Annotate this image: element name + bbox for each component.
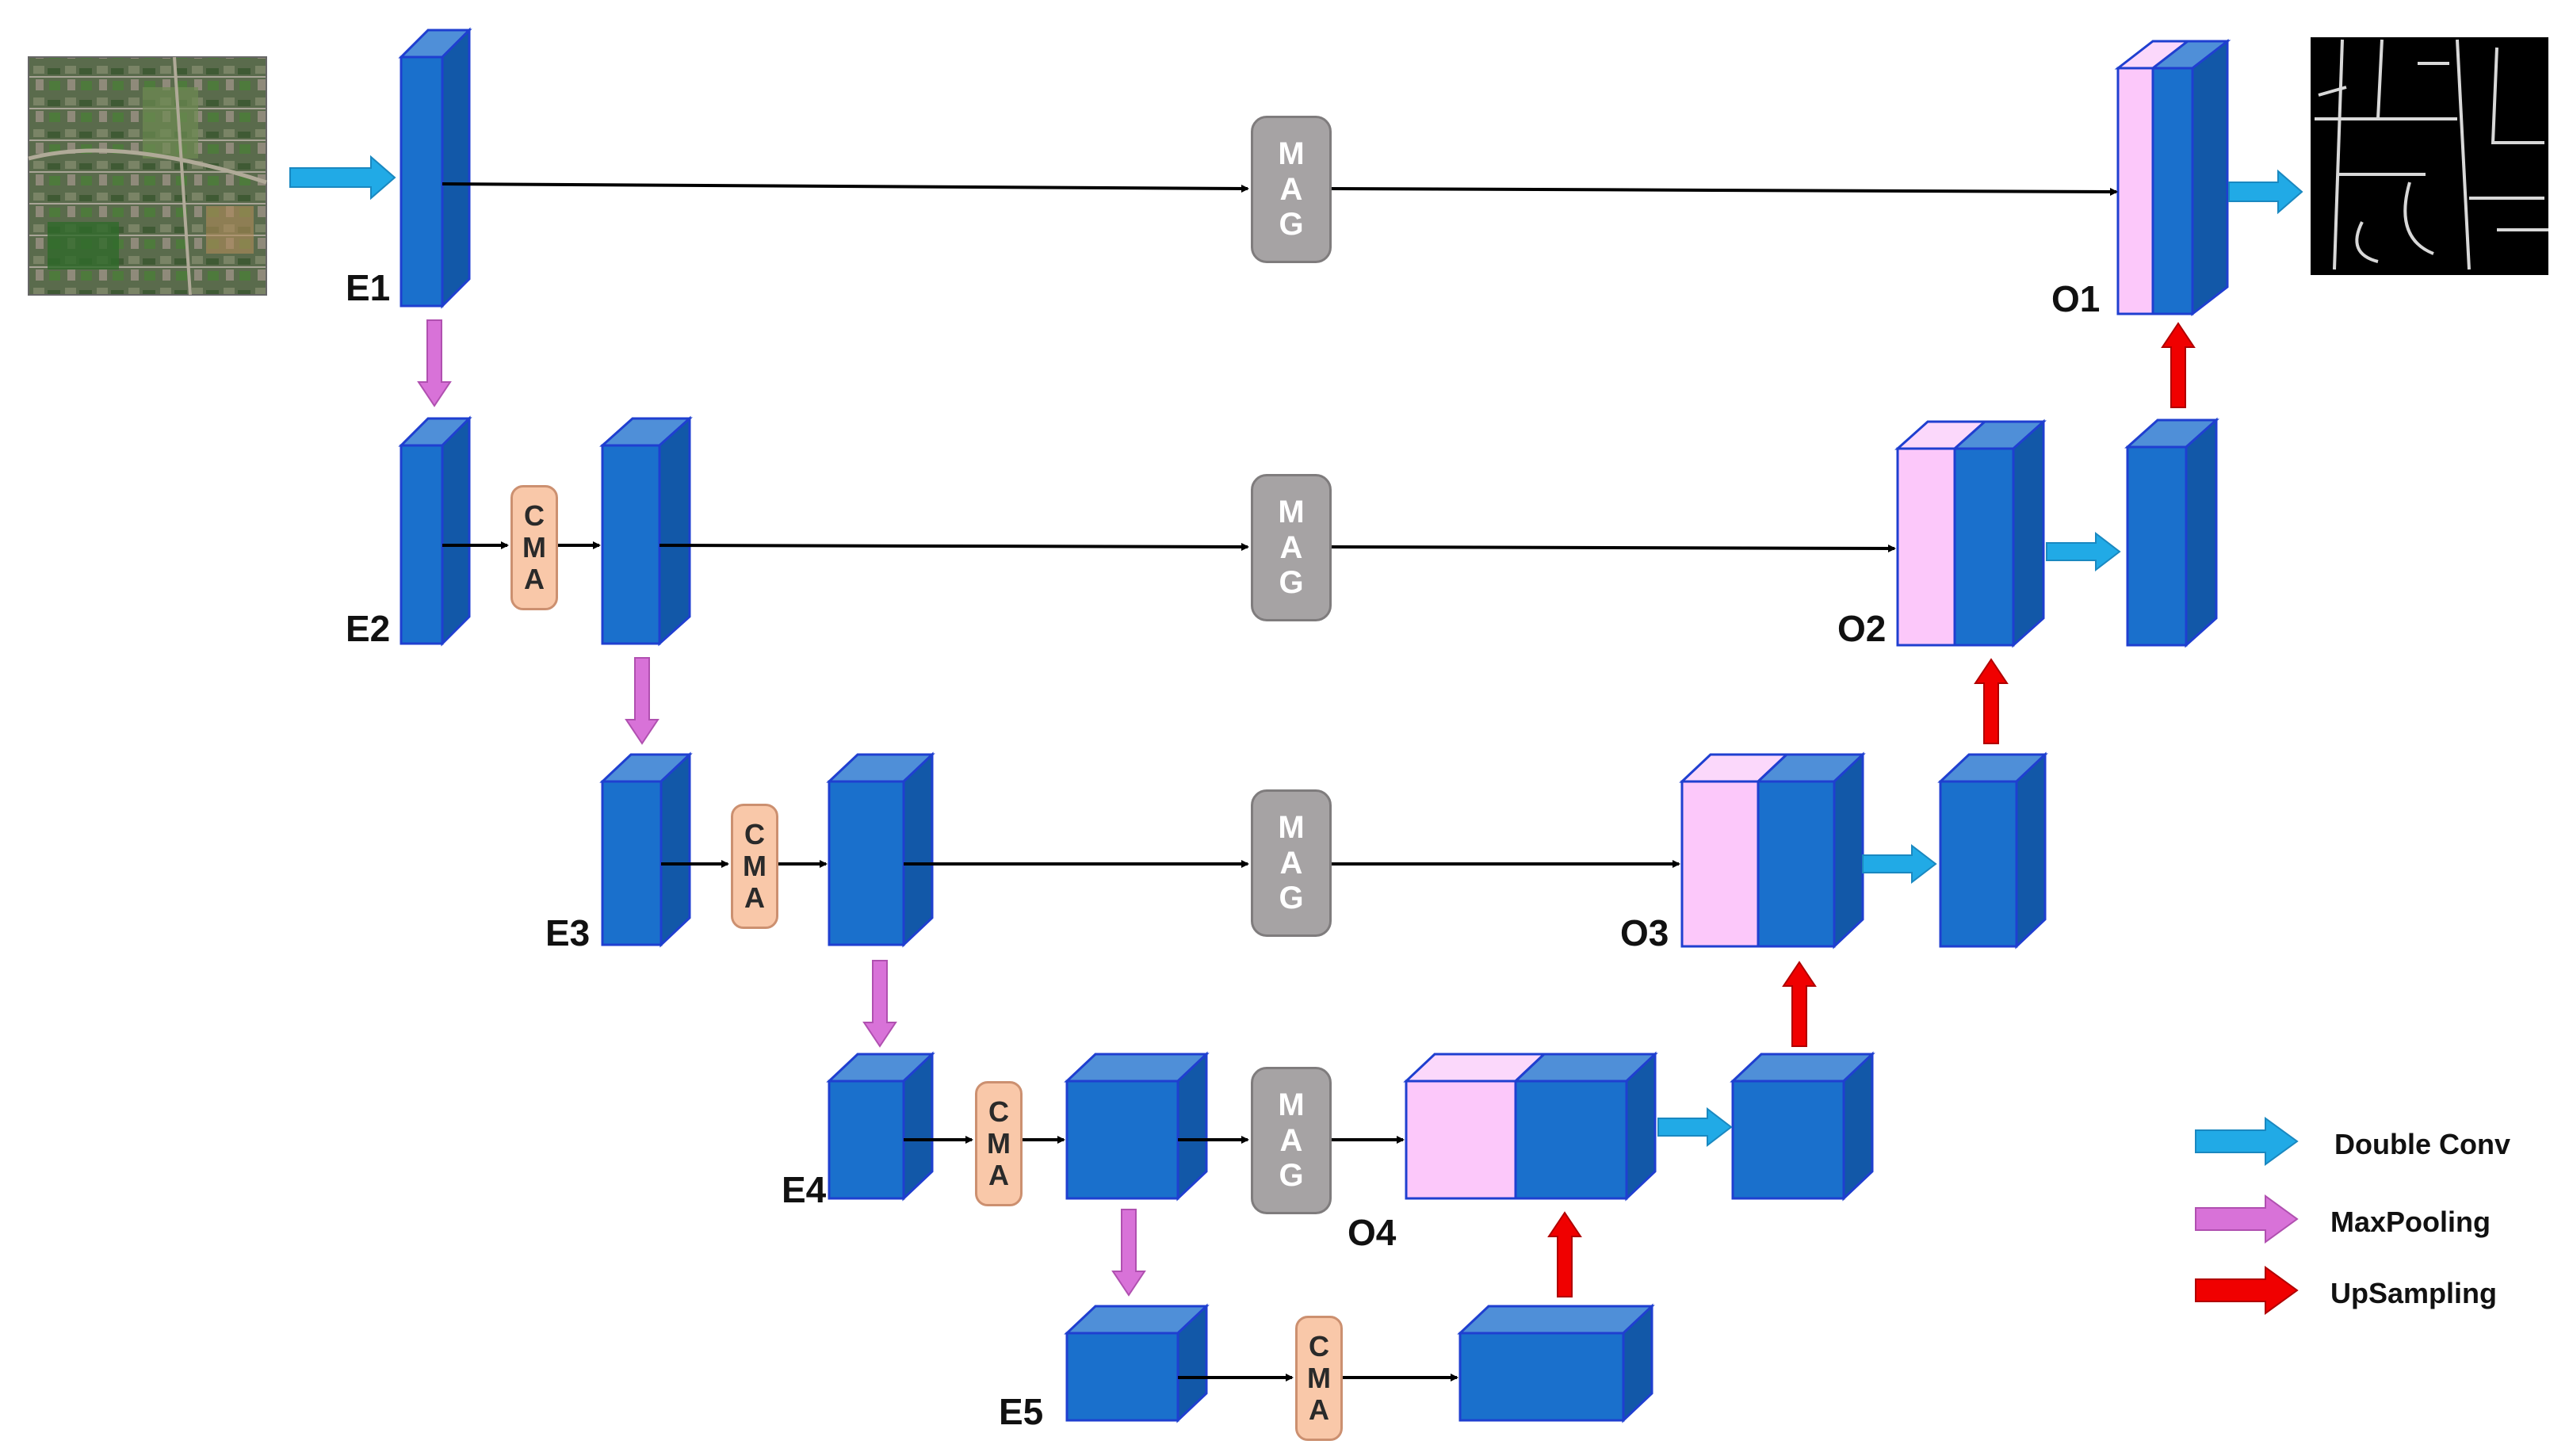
upsampling-arrow-1 bbox=[1547, 1211, 1582, 1297]
mag-letter: G bbox=[1279, 1158, 1304, 1194]
mag-letter: G bbox=[1279, 207, 1304, 243]
mag-letter: M bbox=[1278, 494, 1305, 529]
mag-letter: M bbox=[1278, 809, 1305, 845]
encoder-label-e1: E1 bbox=[346, 267, 391, 308]
legend-double-conv-arrow bbox=[2195, 1117, 2299, 1166]
mag-letter: M bbox=[1278, 136, 1305, 171]
maxpooling-arrow-2 bbox=[625, 657, 659, 745]
maxpooling-arrow-1 bbox=[417, 319, 452, 407]
double-conv-arrow-o2 bbox=[2046, 531, 2121, 572]
decoder-block-o1 bbox=[2114, 38, 2231, 317]
upsampling-arrow-2 bbox=[1782, 961, 1817, 1047]
mag-letter: A bbox=[1279, 845, 1303, 881]
cma-letter: A bbox=[524, 563, 545, 596]
upsampling-arrow-3 bbox=[1974, 658, 2009, 744]
cma-letter: C bbox=[988, 1095, 1009, 1128]
double-conv-arrow-output bbox=[2228, 169, 2303, 215]
cma-letter: C bbox=[744, 817, 765, 850]
cma-letter: C bbox=[524, 499, 545, 532]
skip-arrow-e2b-to-mag bbox=[659, 542, 1249, 551]
decoder-label-o4: O4 bbox=[1348, 1212, 1397, 1253]
skip-arrow-e1-to-mag bbox=[442, 182, 1249, 193]
legend-upsampling-label: UpSampling bbox=[2330, 1277, 2498, 1309]
decoder-label-o3: O3 bbox=[1620, 912, 1669, 953]
decoder-block-o3 bbox=[1679, 751, 1866, 950]
decoder-block-o2 bbox=[1894, 418, 2047, 648]
double-conv-arrow-o3 bbox=[1862, 843, 1937, 885]
mag-module-3: M A G bbox=[1251, 789, 1332, 937]
mag-letter: G bbox=[1279, 881, 1304, 916]
encoder-block-e3a bbox=[599, 751, 693, 948]
encoder-block-e1 bbox=[398, 27, 472, 309]
encoder-block-e2b bbox=[599, 415, 693, 647]
output-road-mask bbox=[2311, 37, 2548, 275]
mag-letter: A bbox=[1279, 1122, 1303, 1158]
mag-module-2: M A G bbox=[1251, 474, 1332, 621]
legend-maxpooling-arrow bbox=[2195, 1194, 2299, 1244]
encoder-label-e4: E4 bbox=[782, 1169, 827, 1210]
maxpooling-arrow-4 bbox=[1111, 1209, 1146, 1297]
cma-letter: M bbox=[1307, 1361, 1331, 1394]
decoder-label-o2: O2 bbox=[1837, 608, 1887, 649]
mag-letter: A bbox=[1279, 171, 1303, 207]
encoder-block-e4a bbox=[826, 1051, 935, 1202]
decoder-block-o4 bbox=[1403, 1051, 1658, 1202]
encoder-block-e5b bbox=[1457, 1303, 1655, 1424]
cma-letter: M bbox=[743, 849, 766, 882]
legend-double-conv-label: Double Conv bbox=[2334, 1128, 2510, 1160]
mag-letter: A bbox=[1279, 529, 1303, 565]
encoder-label-e2: E2 bbox=[346, 608, 391, 649]
mag-letter: M bbox=[1278, 1087, 1305, 1122]
cma-letter: C bbox=[1309, 1329, 1329, 1362]
cma-letter: A bbox=[1309, 1393, 1329, 1427]
cma-module-4: C M A bbox=[1295, 1316, 1343, 1441]
cma-module-1: C M A bbox=[510, 485, 558, 610]
cma-letter: M bbox=[987, 1126, 1011, 1160]
decoder-block-o2b bbox=[2124, 417, 2219, 648]
skip-arrow-mag-to-o1 bbox=[1328, 187, 2118, 196]
encoder-block-e5a bbox=[1064, 1303, 1210, 1424]
maxpooling-arrow-3 bbox=[862, 960, 897, 1048]
decoder-label-o1: O1 bbox=[2051, 278, 2101, 319]
encoder-block-e4b bbox=[1064, 1051, 1210, 1202]
cma-letter: A bbox=[988, 1159, 1009, 1192]
upsampling-arrow-4 bbox=[2161, 322, 2196, 408]
cma-module-3: C M A bbox=[975, 1081, 1023, 1206]
encoder-block-e2 bbox=[398, 415, 472, 647]
mag-module-4: M A G bbox=[1251, 1067, 1332, 1214]
double-conv-arrow-input bbox=[289, 155, 396, 201]
input-satellite-image bbox=[28, 56, 267, 296]
cma-letter: A bbox=[744, 881, 765, 915]
skip-arrow-mag-to-o2 bbox=[1328, 544, 1896, 552]
encoder-label-e5: E5 bbox=[999, 1391, 1044, 1432]
cma-letter: M bbox=[522, 530, 546, 564]
cma-module-2: C M A bbox=[731, 804, 778, 929]
double-conv-arrow-o4 bbox=[1657, 1106, 1733, 1148]
encoder-label-e3: E3 bbox=[545, 912, 591, 953]
mag-module-1: M A G bbox=[1251, 116, 1332, 263]
encoder-block-e3b bbox=[826, 751, 935, 948]
legend-upsampling-arrow bbox=[2195, 1266, 2299, 1315]
legend-maxpooling-label: MaxPooling bbox=[2330, 1206, 2491, 1238]
decoder-block-o4b bbox=[1730, 1051, 1875, 1202]
decoder-block-o3b bbox=[1937, 751, 2048, 950]
mag-letter: G bbox=[1279, 565, 1304, 601]
